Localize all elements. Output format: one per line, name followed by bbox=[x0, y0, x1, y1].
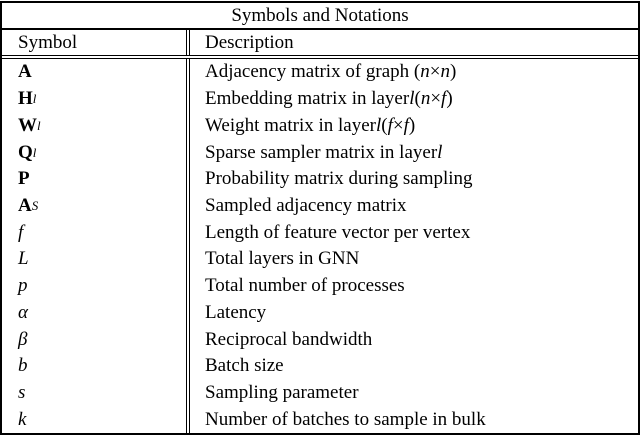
description-cell: Probability matrix during sampling bbox=[186, 165, 638, 193]
table-row: s Sampling parameter bbox=[2, 379, 638, 407]
math-var: f bbox=[403, 114, 409, 136]
table-row: k Number of batches to sample in bulk bbox=[2, 406, 638, 434]
description-cell: Weight matrix in layer l (f × f ) bbox=[186, 112, 638, 140]
description-text: Probability matrix during sampling bbox=[205, 168, 473, 190]
description-text: × bbox=[430, 88, 442, 110]
description-text: ( bbox=[381, 114, 388, 136]
symbol-cell: b bbox=[2, 353, 186, 380]
math-symbol: L bbox=[18, 248, 29, 270]
math-symbol: f bbox=[18, 221, 24, 243]
description-text: Total number of processes bbox=[205, 275, 405, 297]
description-text: Sampling parameter bbox=[205, 381, 359, 403]
header-description: Description bbox=[186, 30, 638, 55]
math-var: n bbox=[440, 61, 450, 83]
description-text: Total layers in GNN bbox=[205, 248, 360, 270]
description-cell: Embedding matrix in layer l (n × f ) bbox=[186, 85, 638, 113]
math-symbol: Q bbox=[18, 141, 33, 163]
header-symbol: Symbol bbox=[18, 32, 78, 53]
description-text: ) bbox=[449, 61, 457, 83]
math-symbol: b bbox=[18, 355, 28, 377]
math-var: f bbox=[441, 88, 447, 110]
math-symbol: W bbox=[18, 114, 37, 136]
description-text: × bbox=[392, 114, 404, 136]
math-symbol: β bbox=[18, 328, 28, 350]
table-title: Symbols and Notations bbox=[2, 3, 638, 30]
math-symbol: P bbox=[18, 168, 30, 190]
symbol-cell: A bbox=[2, 59, 186, 86]
math-var: n bbox=[420, 88, 431, 110]
description-cell: Sampling parameter bbox=[186, 379, 638, 407]
table-row: P Probability matrix during sampling bbox=[2, 165, 638, 193]
math-symbol: α bbox=[18, 301, 28, 323]
description-text: Embedding matrix in layer bbox=[205, 88, 410, 110]
description-text: Number of batches to sample in bulk bbox=[205, 408, 486, 430]
symbol-cell: α bbox=[2, 299, 186, 326]
description-cell: Number of batches to sample in bulk bbox=[186, 406, 638, 434]
math-symbol: A bbox=[18, 61, 32, 83]
description-cell: Length of feature vector per vertex bbox=[186, 219, 638, 247]
symbol-cell: f bbox=[2, 219, 186, 246]
math-symbol: H bbox=[18, 88, 33, 110]
symbol-cell: P bbox=[2, 166, 186, 193]
description-text: Length of feature vector per vertex bbox=[205, 221, 471, 243]
math-var: l bbox=[409, 88, 415, 110]
math-symbol: p bbox=[18, 275, 28, 297]
table-row: f Length of feature vector per vertex bbox=[2, 219, 638, 247]
table-row: α Latency bbox=[2, 299, 638, 327]
description-cell: Adjacency matrix of graph (n × n) bbox=[186, 59, 638, 86]
math-var: l bbox=[376, 114, 382, 136]
description-text: ) bbox=[446, 88, 453, 110]
description-text: ( bbox=[414, 88, 421, 110]
description-cell: Latency bbox=[186, 299, 638, 327]
math-var: l bbox=[437, 141, 443, 163]
math-symbol: A bbox=[18, 194, 32, 216]
table-header-row: Symbol Description bbox=[2, 30, 638, 59]
description-cell: Sampled adjacency matrix bbox=[186, 192, 638, 220]
table-row: β Reciprocal bandwidth bbox=[2, 326, 638, 353]
math-var: n bbox=[420, 61, 430, 83]
table-row: b Batch size bbox=[2, 352, 638, 380]
description-text: Latency bbox=[205, 301, 267, 323]
description-cell: Sparse sampler matrix in layer l bbox=[186, 139, 638, 166]
math-symbol: s bbox=[18, 381, 26, 403]
description-text: Batch size bbox=[205, 355, 284, 377]
symbol-cell: p bbox=[2, 273, 186, 300]
symbol-cell: β bbox=[2, 326, 186, 353]
description-text: Sampled adjacency matrix bbox=[205, 194, 407, 216]
description-text: Reciprocal bandwidth bbox=[205, 328, 373, 350]
description-text: × bbox=[429, 61, 441, 83]
description-cell: Total number of processes bbox=[186, 272, 638, 300]
math-symbol: k bbox=[18, 408, 27, 430]
description-text: ) bbox=[408, 114, 416, 136]
symbol-cell: k bbox=[2, 406, 186, 433]
table-row: L Total layers in GNN bbox=[2, 246, 638, 273]
symbol-cell: L bbox=[2, 246, 186, 273]
table-row: p Total number of processes bbox=[2, 272, 638, 300]
description-text: Sparse sampler matrix in layer bbox=[205, 141, 438, 163]
description-cell: Batch size bbox=[186, 352, 638, 380]
description-cell: Reciprocal bandwidth bbox=[186, 326, 638, 353]
description-cell: Total layers in GNN bbox=[186, 246, 638, 273]
math-var: f bbox=[387, 114, 393, 136]
description-text: Weight matrix in layer bbox=[205, 114, 376, 136]
symbol-cell: s bbox=[2, 380, 186, 407]
description-text: Adjacency matrix of graph ( bbox=[205, 61, 421, 83]
